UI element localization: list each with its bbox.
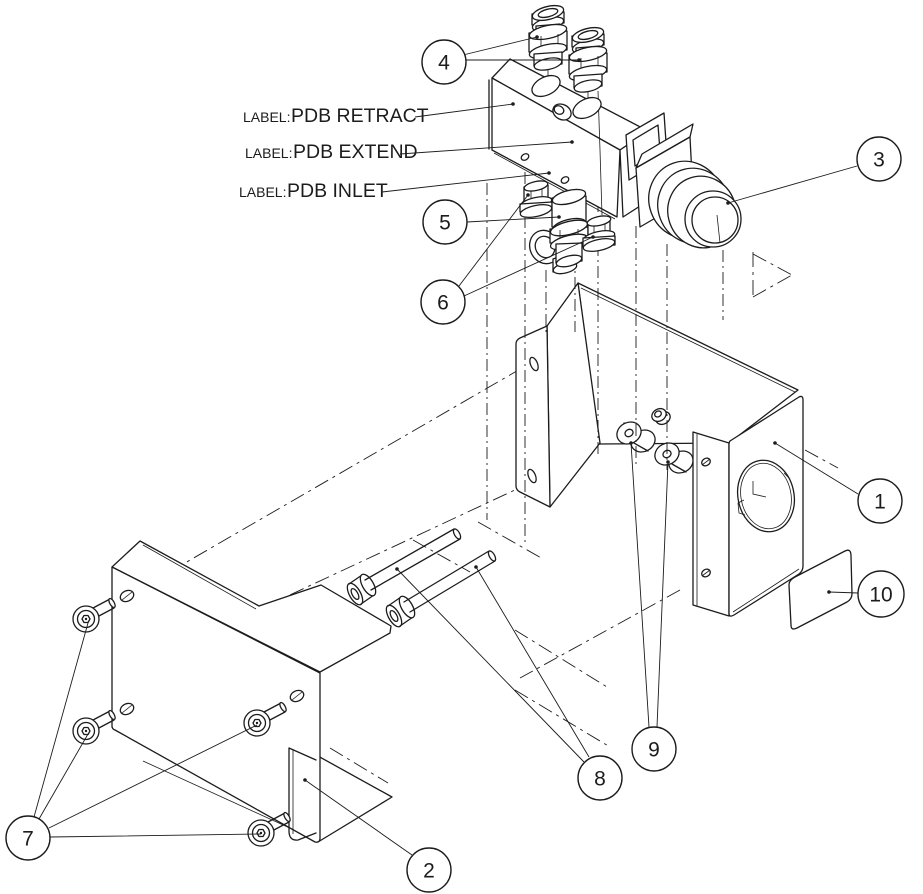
bracket-left-flange	[515, 325, 551, 508]
port-hole	[572, 96, 602, 120]
bracket-tab	[288, 747, 317, 841]
balloon-8: 8	[577, 755, 623, 801]
svg-text:8: 8	[594, 768, 606, 791]
label-pdb-inlet: LABEL: PDB INLET	[239, 180, 388, 202]
svg-text:10: 10	[869, 584, 892, 607]
lower-mount-bracket	[111, 540, 393, 843]
part-balloons: 1 2 3 4 5 6 7 8	[5, 39, 905, 893]
svg-text:2: 2	[423, 860, 435, 883]
screw-holes	[119, 589, 305, 716]
port-labels: LABEL: PDB RETRACT LABEL: PDB EXTEND LAB…	[239, 105, 429, 202]
svg-text:PDB EXTEND: PDB EXTEND	[293, 141, 418, 163]
port-hole	[531, 74, 561, 98]
svg-text:LABEL:: LABEL:	[243, 109, 290, 125]
balloon-2: 2	[406, 847, 452, 893]
flange-slot-hole	[529, 356, 539, 372]
balloon-1: 1	[857, 478, 903, 524]
button-screw	[72, 597, 116, 633]
standoff-spacers	[616, 407, 694, 474]
cap-screw	[346, 528, 462, 606]
svg-text:1: 1	[874, 491, 886, 514]
solenoid-knob	[625, 112, 742, 249]
balloon-7: 7	[5, 815, 51, 861]
projection-lines	[486, 172, 724, 546]
cap-screw	[385, 550, 497, 628]
push-fitting-right	[568, 26, 608, 93]
svg-text:PDB INLET: PDB INLET	[287, 180, 388, 202]
button-screw	[72, 709, 116, 745]
svg-text:4: 4	[438, 52, 450, 75]
upper-mount-bracket	[515, 282, 804, 617]
bracket-inner-flange	[692, 431, 730, 617]
balloon-10: 10	[857, 570, 905, 618]
edge-notch	[552, 103, 572, 121]
label-pdb-retract: LABEL: PDB RETRACT	[243, 105, 429, 127]
svg-text:PDB RETRACT: PDB RETRACT	[291, 105, 429, 127]
balloon-4: 4	[421, 39, 467, 85]
valve-manifold	[488, 4, 742, 275]
bracket-end-wall	[728, 395, 804, 617]
balloon-6: 6	[420, 279, 466, 325]
svg-text:7: 7	[22, 828, 34, 851]
cylinder-port-hole	[736, 459, 796, 533]
balloon-5: 5	[422, 199, 468, 245]
svg-text:LABEL:: LABEL:	[245, 145, 292, 161]
svg-text:3: 3	[873, 149, 885, 172]
svg-text:6: 6	[437, 292, 449, 315]
button-head-screws	[72, 597, 291, 847]
button-screw	[247, 811, 291, 847]
socket-head-screws	[346, 528, 497, 628]
inlet-fitting	[549, 188, 589, 268]
svg-text:9: 9	[648, 739, 660, 762]
nameplate-label	[788, 549, 853, 630]
balloon-9: 9	[631, 726, 677, 772]
push-fitting-left	[528, 4, 568, 71]
balloon-3: 3	[856, 136, 902, 182]
label-pdb-extend: LABEL: PDB EXTEND	[245, 141, 418, 163]
svg-text:LABEL:: LABEL:	[239, 184, 286, 200]
svg-text:5: 5	[439, 212, 451, 235]
leader-lines	[33, 35, 859, 856]
leader-dots	[303, 35, 831, 782]
flange-slot-hole	[527, 468, 537, 484]
